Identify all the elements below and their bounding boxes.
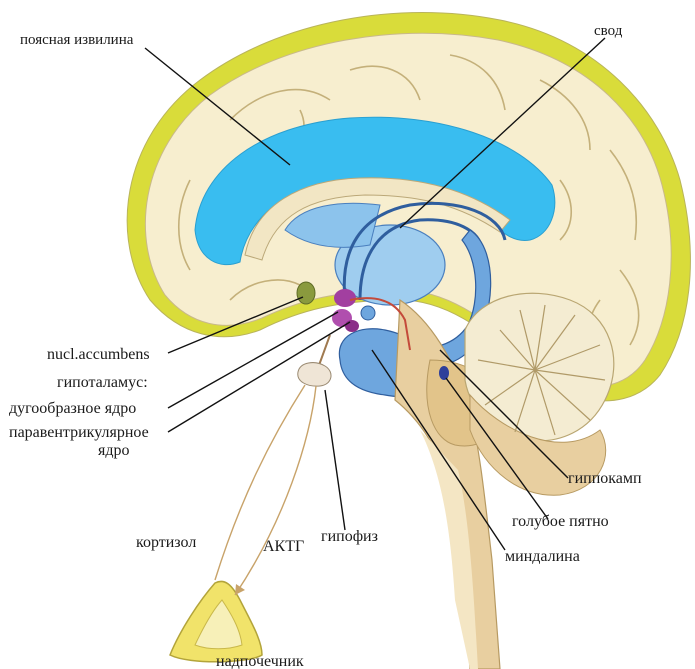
label-paraventricular-line2: ядро bbox=[98, 442, 130, 459]
hypothalamus-nuclei bbox=[332, 289, 359, 332]
label-hippocampus: гиппокамп bbox=[568, 470, 642, 487]
label-cingulate-gyrus: поясная извилина bbox=[20, 32, 134, 48]
label-locus-coeruleus: голубое пятно bbox=[512, 513, 609, 530]
label-acth: АКТГ bbox=[263, 538, 304, 555]
hormone-pathways bbox=[215, 385, 316, 595]
label-arcuate-nucleus: дугообразное ядро bbox=[9, 400, 136, 417]
mamillary-body bbox=[361, 306, 375, 320]
label-fornix: свод bbox=[594, 23, 623, 39]
label-amygdala: миндалина bbox=[505, 548, 580, 565]
label-pituitary: гипофиз bbox=[321, 528, 378, 545]
label-nucl-accumbens: nucl.accumbens bbox=[47, 346, 150, 363]
acth-arrowhead bbox=[235, 584, 245, 595]
label-adrenal-gland: надпочечник bbox=[216, 653, 304, 669]
nucleus-accumbens bbox=[297, 282, 315, 304]
label-hypothalamus: гипоталамус: bbox=[57, 374, 148, 391]
label-cortisol: кортизол bbox=[136, 534, 196, 551]
label-paraventricular-line1: паравентрикулярное bbox=[9, 424, 149, 441]
pituitary-gland bbox=[298, 363, 331, 387]
locus-coeruleus bbox=[439, 366, 449, 380]
